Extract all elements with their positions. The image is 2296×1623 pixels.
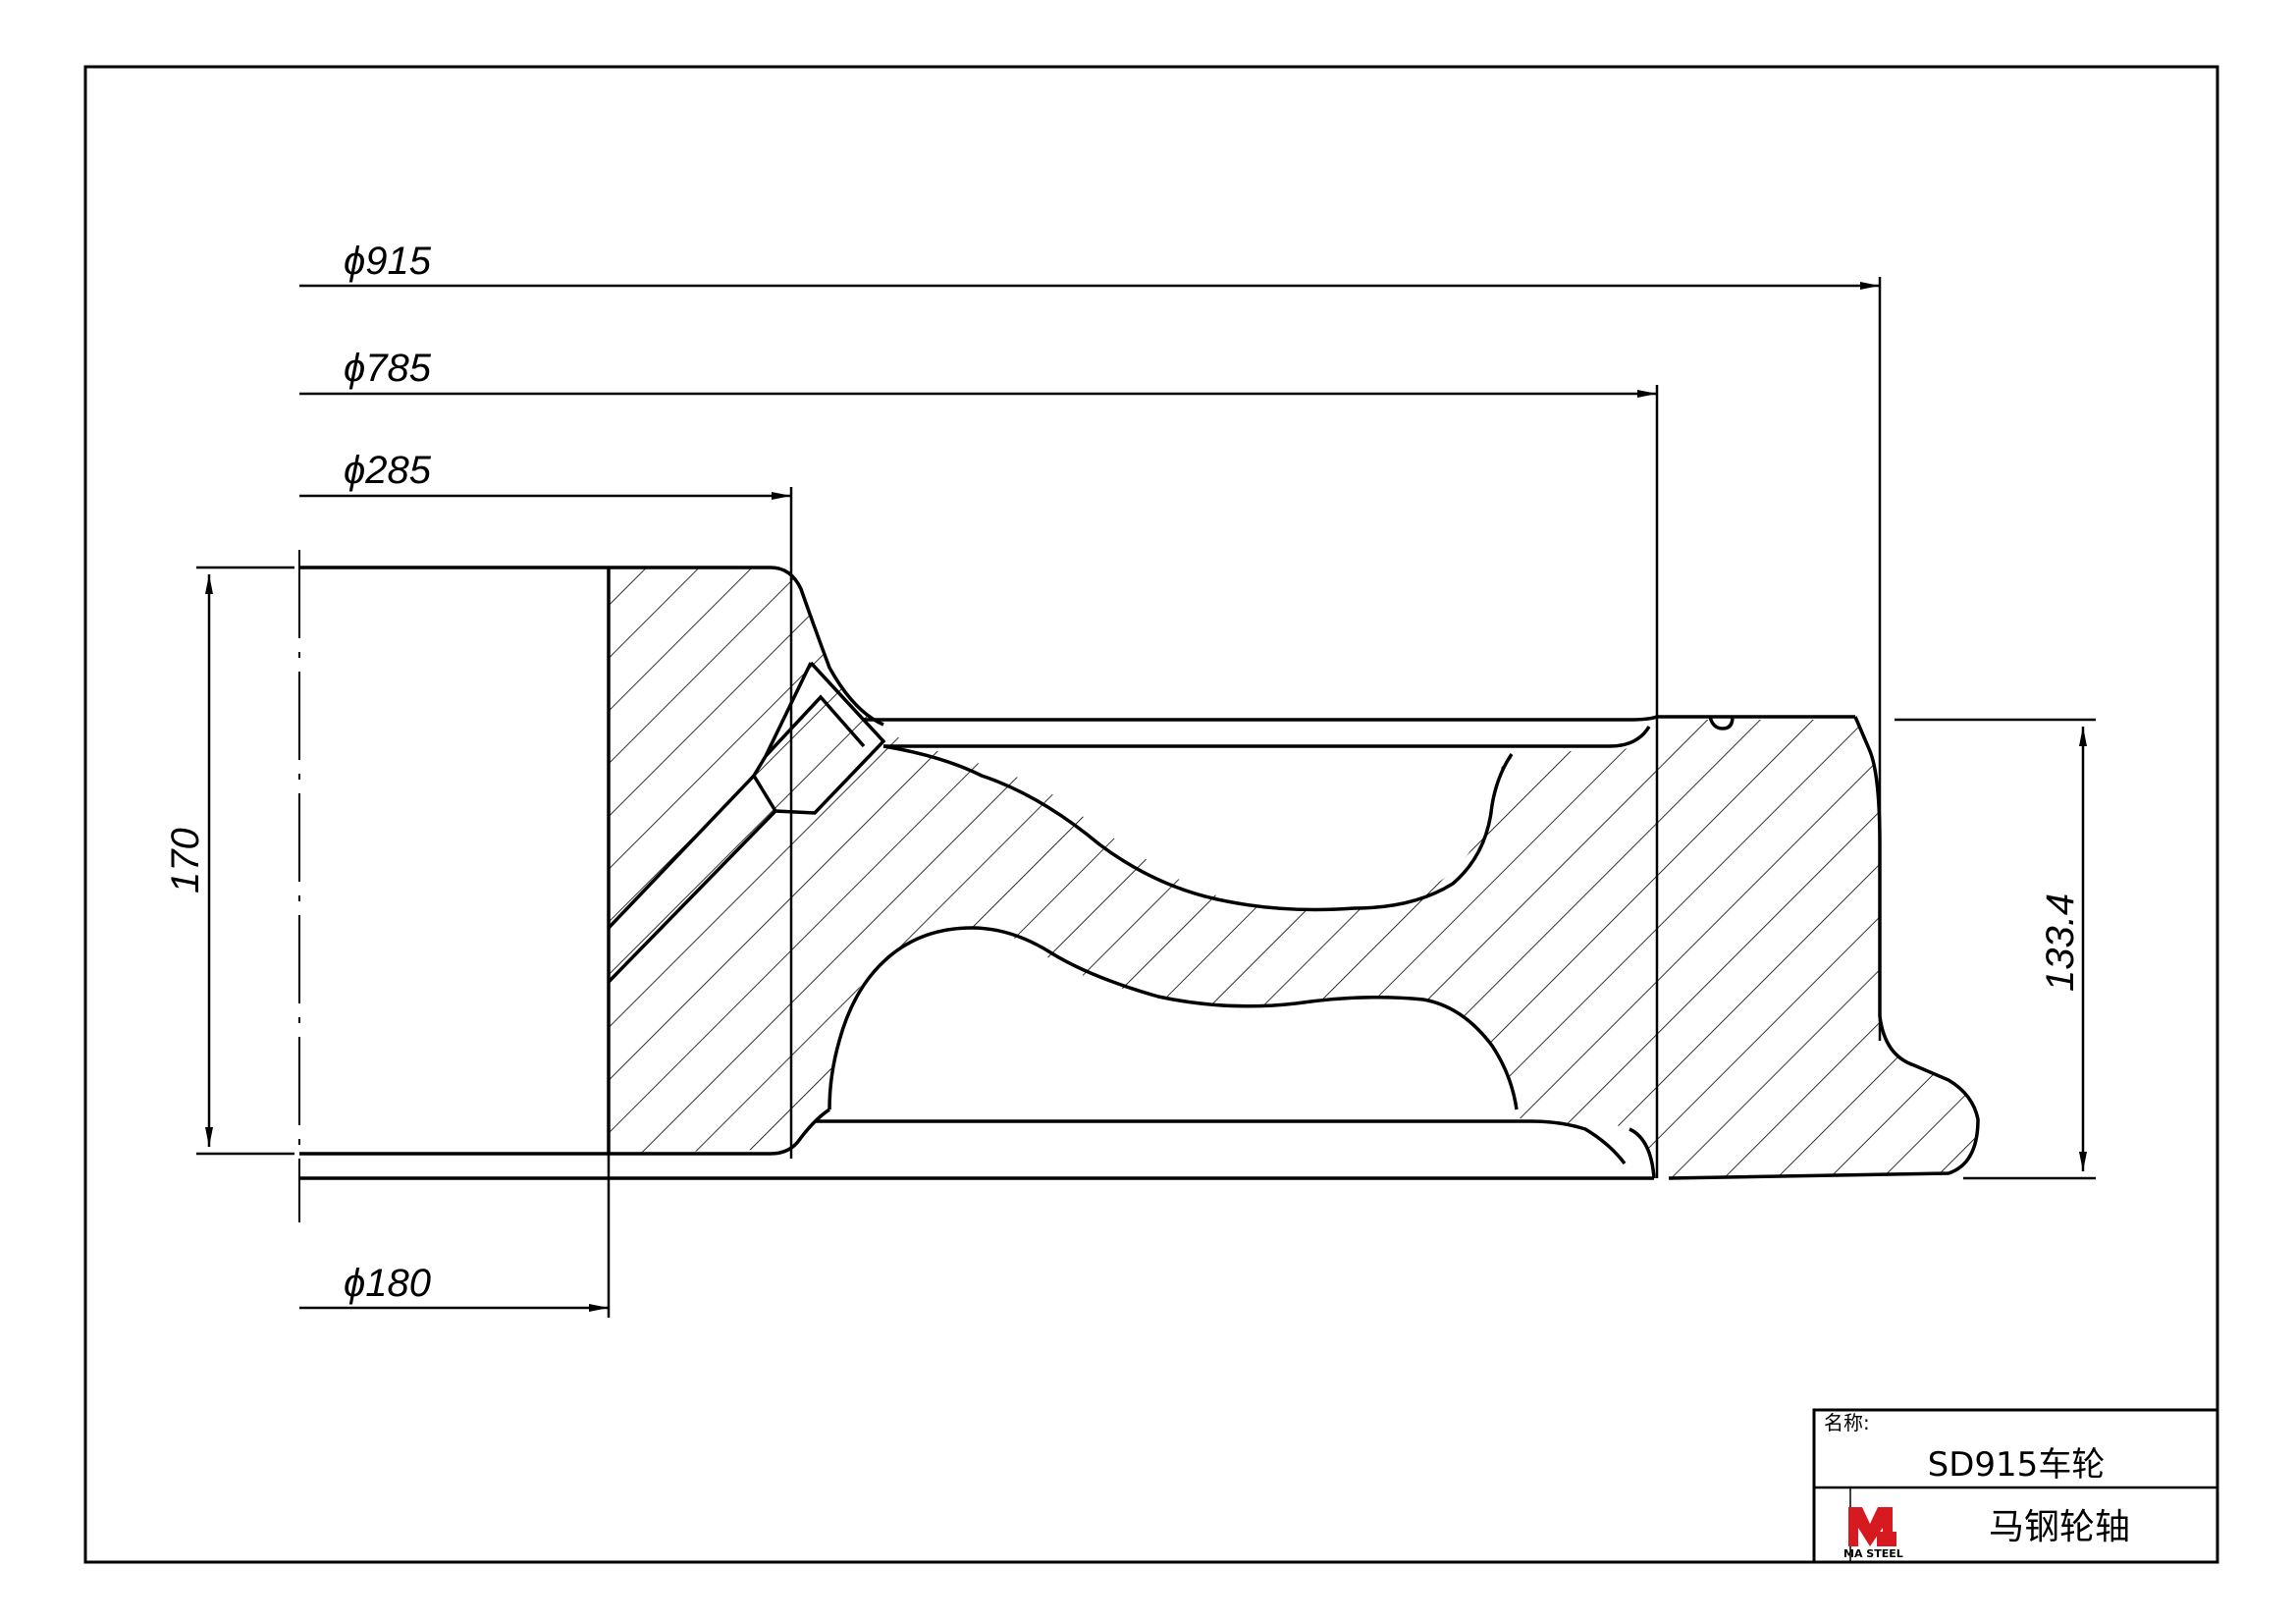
- part-name: SD915车轮: [1928, 1445, 2106, 1485]
- dim-285: ϕ285: [344, 449, 432, 492]
- logo-text: MA STEEL: [1843, 1547, 1903, 1560]
- dim-915: ϕ915: [344, 240, 432, 283]
- dim-785: ϕ785: [344, 347, 432, 390]
- drawing-border: [83, 65, 2219, 1564]
- hub-section: [609, 568, 1978, 1178]
- section-outline: [299, 566, 1980, 1180]
- dim-180: ϕ180: [344, 1262, 431, 1305]
- wheel-section: [298, 550, 1980, 1222]
- masteel-logo: MA STEEL: [1843, 1507, 1903, 1560]
- dimension-lines: [196, 277, 2096, 1318]
- name-label: 名称:: [1824, 1411, 1870, 1434]
- dim-133-4: 133.4: [2039, 893, 2082, 992]
- title-block: 名称: SD915车轮 MA STEEL 马钢轮轴: [1812, 1408, 2219, 1564]
- dimension-labels: ϕ915 ϕ785 ϕ285 ϕ180 170 133.4: [164, 240, 2082, 1305]
- company-name: 马钢轮轴: [1989, 1507, 2130, 1547]
- dim-170: 170: [164, 828, 207, 893]
